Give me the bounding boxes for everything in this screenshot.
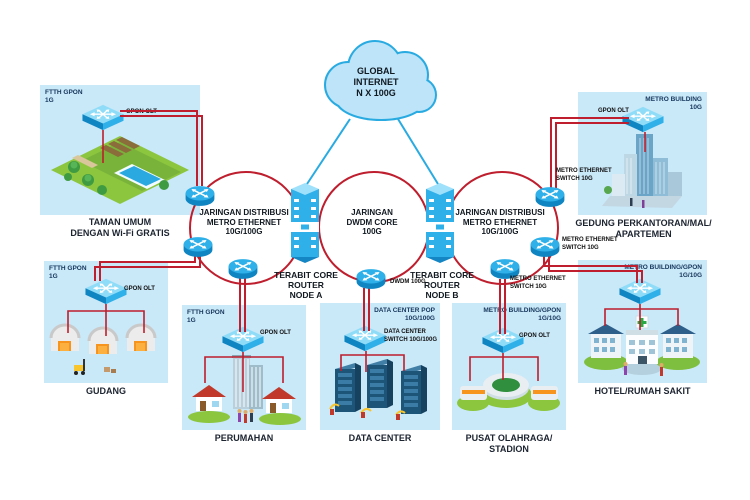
metro-ethernet-switch-label-bottom: METRO ETHERNET SWITCH 10G — [510, 276, 566, 290]
caption-hotel-rumah-sakit: HOTEL/RUMAH SAKIT — [594, 386, 691, 396]
metro-router-icon — [527, 234, 563, 260]
forklift — [74, 359, 85, 375]
gpon-olt-label: GPON OLT — [519, 333, 550, 339]
office-towers-illustration — [602, 134, 682, 208]
dwdm-link-label: DWDM 100G — [390, 279, 426, 285]
site-box-data-center: DATA CENTER POP 10G/100G DAT — [320, 303, 440, 430]
ring-label-metro-left: JARINGAN DISTRIBUSI METRO ETHERNET 10G/1… — [199, 208, 289, 236]
site-badge: FTTH GPON 1G — [45, 89, 83, 104]
core-router-label-node-b: TERABIT CORE ROUTER NODE B — [410, 270, 474, 300]
gpon-olt-label: GPON OLT — [598, 108, 629, 114]
internet-links — [306, 118, 439, 185]
metro-router-icon — [532, 184, 568, 210]
gpon-olt-label: GPON OLT — [124, 286, 155, 292]
metro-ethernet-switch-label-top: METRO ETHERNET SWITCH 10G — [556, 168, 612, 182]
backbone-links — [94, 110, 643, 334]
site-box-taman-umum: FTTH GPON 1G GPON OLT — [40, 85, 200, 215]
hotel-hospital-illustration — [584, 315, 700, 376]
site-badge: METRO BUILDING 10G — [645, 96, 702, 111]
site-badge: FTTH GPON 1G — [187, 309, 225, 324]
housing-illustration — [188, 355, 301, 425]
global-internet-label: GLOBAL INTERNET N X 100G — [353, 66, 399, 98]
metro-router-icon — [225, 256, 261, 282]
caption-perumahan: PERUMAHAN — [214, 433, 274, 443]
warehouse-illustration — [49, 323, 157, 375]
gpon-olt-label: GPON OLT — [260, 330, 291, 336]
ring-label-dwdm-core: JARINGAN DWDM CORE 100G — [346, 208, 398, 236]
access-links — [67, 130, 679, 392]
site-badge: DATA CENTER POP 10G/100G — [374, 307, 435, 322]
caption-taman-umum: TAMAN UMUM DENGAN Wi-Fi GRATIS — [70, 217, 170, 238]
server-racks-illustration — [329, 359, 427, 420]
caption-gedung-perkantoran: GEDUNG PERKANTORAN/MAL/ APARTEMEN — [575, 218, 712, 239]
people — [237, 409, 254, 423]
caption-stadion: PUSAT OLAHRAGA/ STADION — [465, 433, 553, 454]
datacenter-switch-label: DATA CENTER SWITCH 10G/100G — [384, 329, 438, 343]
park-illustration — [51, 136, 189, 204]
ring-label-metro-right: JARINGAN DISTRIBUSI METRO ETHERNET 10G/1… — [455, 208, 545, 236]
stadium-illustration — [457, 373, 560, 411]
site-badge: METRO BUILDING/GPON 1G/10G — [483, 307, 561, 322]
site-box-stadion: METRO BUILDING/GPON 1G/10G GPON OLT — [452, 303, 566, 430]
metro-ethernet-switch-label-mid: METRO ETHERNET SWITCH 10G — [562, 237, 618, 251]
core-router-label-node-a: TERABIT CORE ROUTER NODE A — [274, 270, 338, 300]
site-box-gedung-perkantoran: METRO BUILDING 10G GPON OLT — [578, 92, 707, 215]
metro-router-icon — [182, 183, 218, 209]
caption-data-center: DATA CENTER — [348, 433, 412, 443]
caption-gudang: GUDANG — [86, 386, 126, 396]
site-badge: FTTH GPON 1G — [49, 265, 87, 280]
global-internet-cloud — [324, 40, 437, 121]
dwdm-router-icon — [353, 266, 389, 292]
